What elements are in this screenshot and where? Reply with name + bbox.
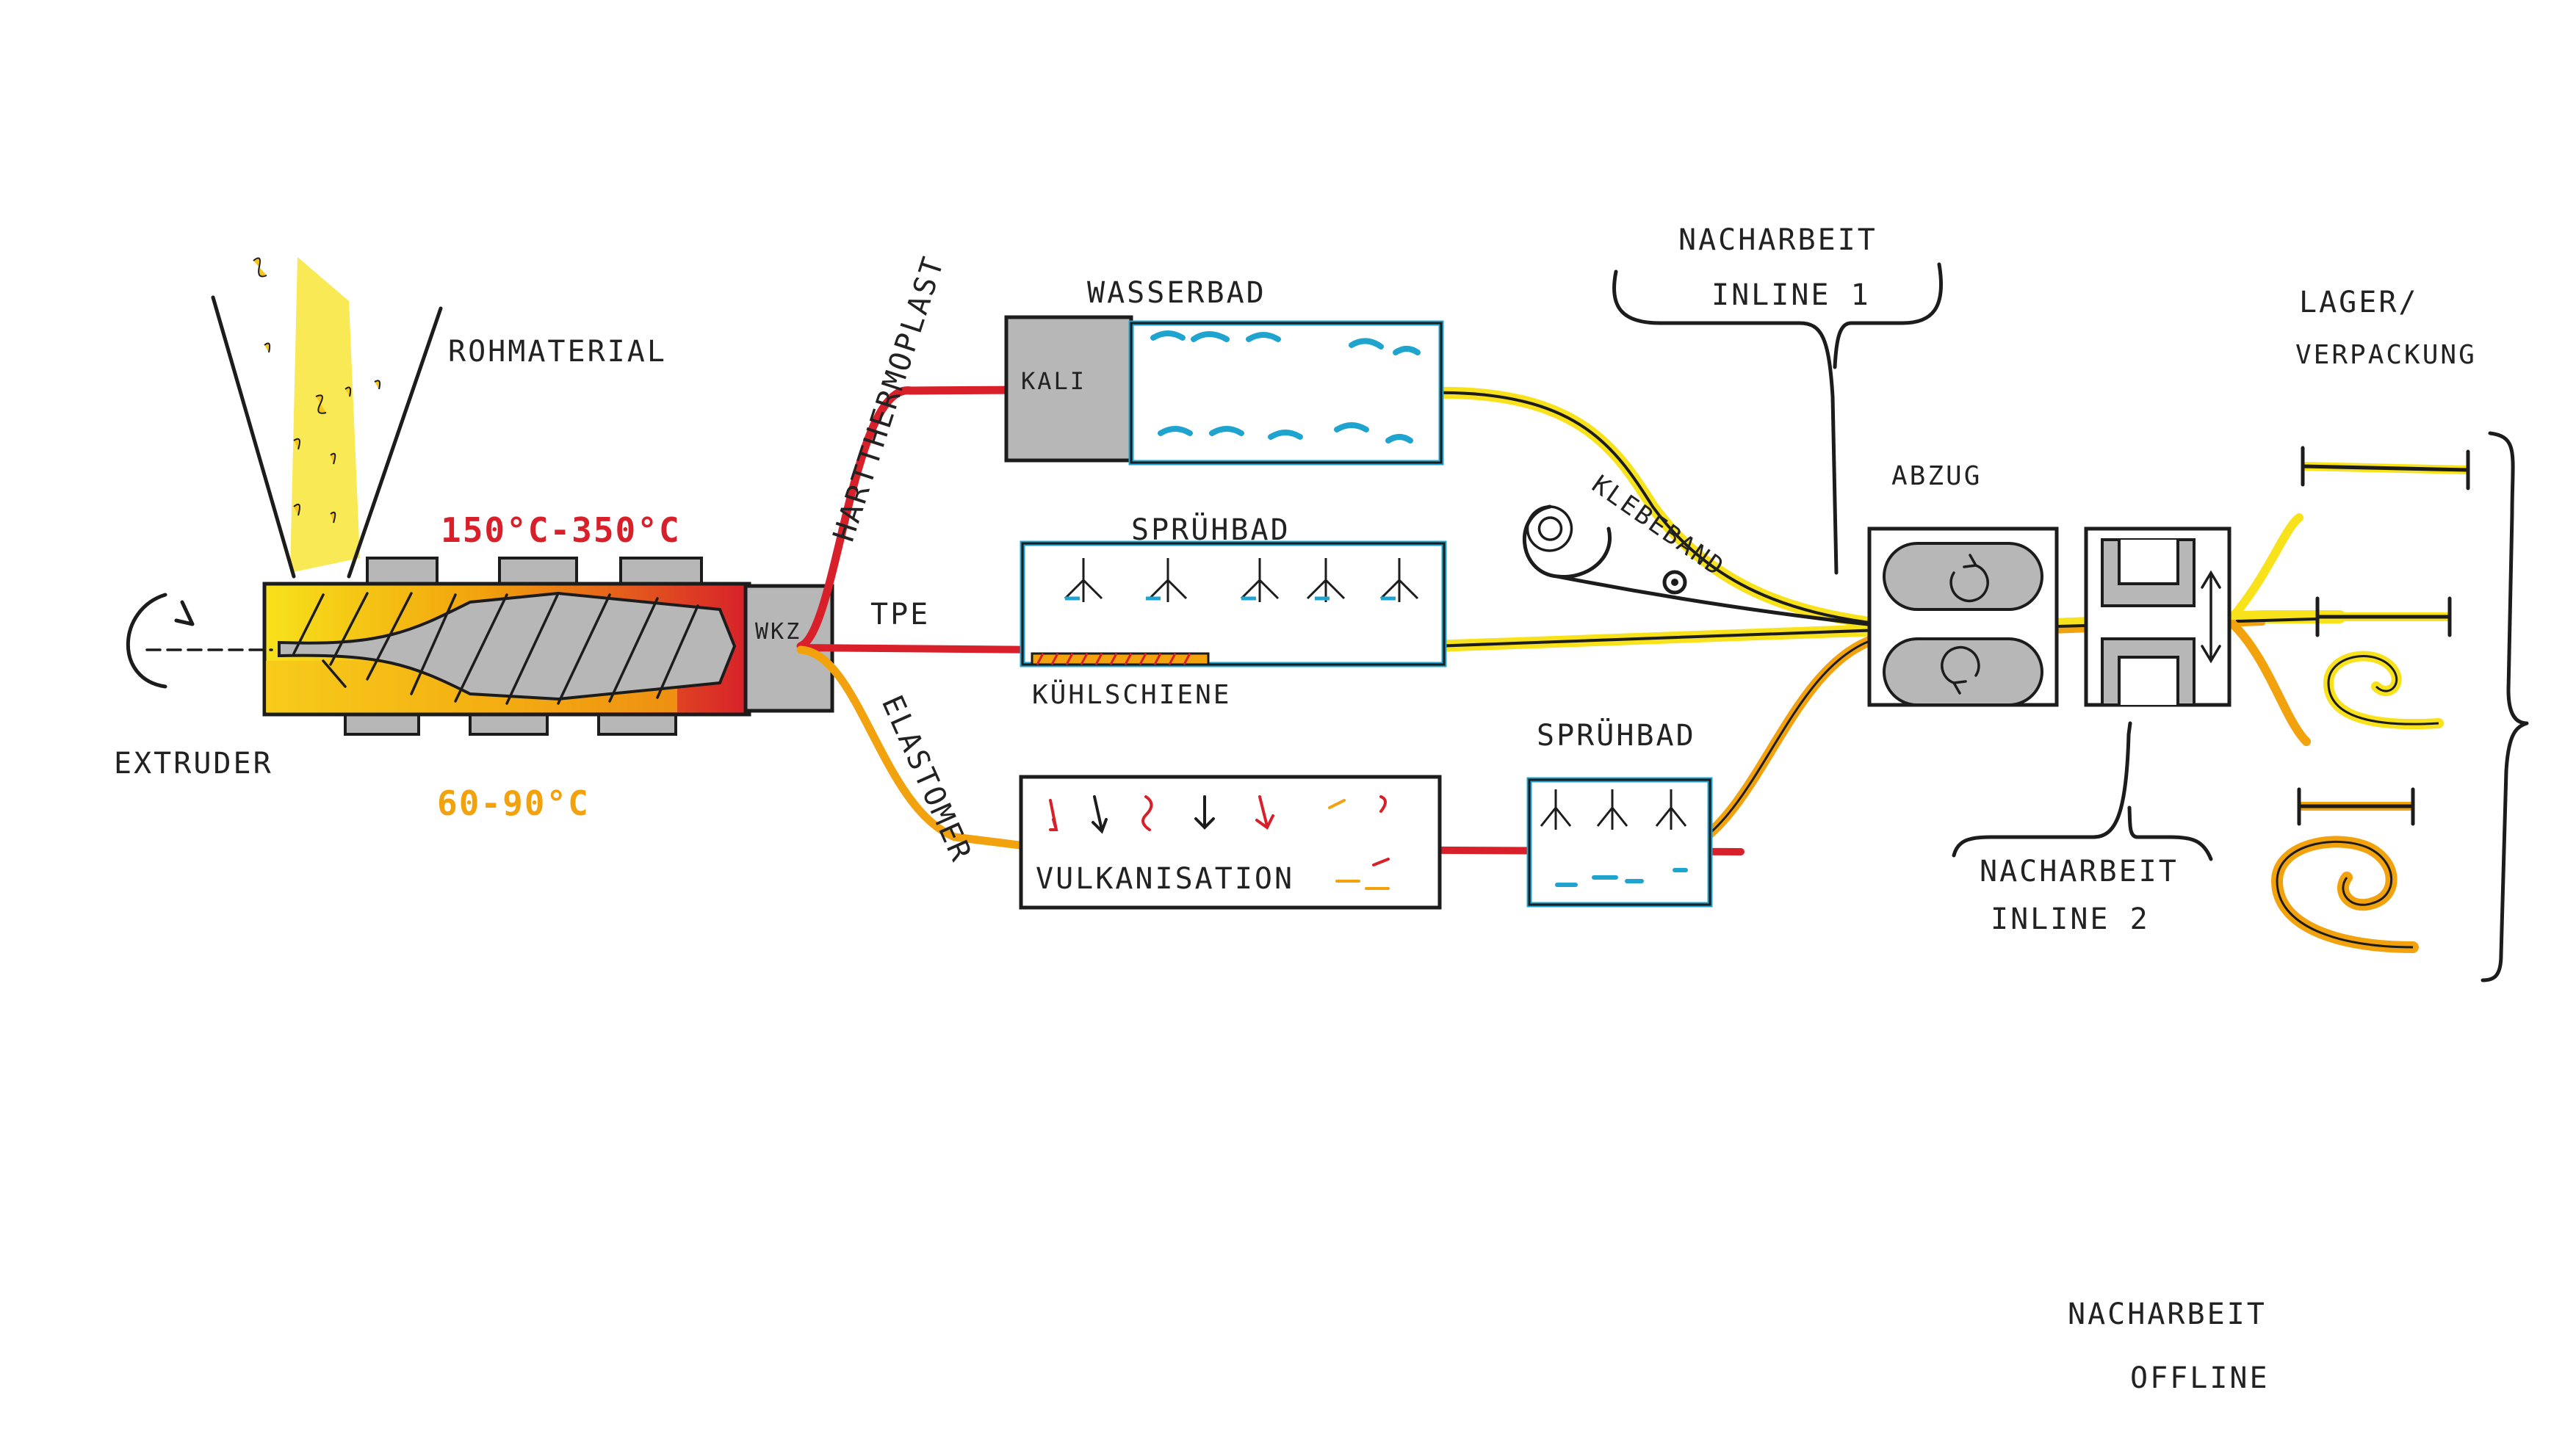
label-spruehbad-low: SPRÜHBAD [1537,717,1696,753]
label-offline-b: OFFLINE [2130,1361,2270,1395]
cutter-press-icon [2084,526,2232,707]
label-temp-hot: 150°C-350°C [441,510,681,550]
spray-nozzle-icon [1064,558,1419,602]
label-spruehbad-mid: SPRÜHBAD [1131,512,1291,547]
label-lager-b: VERPACKUNG [2295,340,2477,370]
label-abzug: ABZUG [1891,461,1982,491]
extruder [126,557,834,736]
label-lager-a: LAGER/ [2299,286,2419,319]
label-wasserbad: WASSERBAD [1087,276,1266,310]
label-hartthermoplast: HARTTHERMOPLAST [827,252,951,546]
vulcanization-box [1019,775,1442,910]
bracket-inline2 [1952,721,2213,861]
spray-bath-middle [1020,540,1447,667]
label-wkz: WKZ [755,619,801,645]
spray-nozzle-icon [1540,789,1687,830]
label-kali: KALI [1021,367,1086,395]
bracket-inline1 [1612,262,1944,575]
water-bath [1004,315,1444,466]
label-tpe: TPE [870,598,930,631]
label-elastomer: ELASTOMER [875,690,978,867]
label-rohmaterial: ROHMATERIAL [448,335,667,369]
rotation-arrow-icon [126,593,273,689]
label-nacharbeit-inline1-b: INLINE 1 [1711,278,1871,312]
label-offline-a: NACHARBEIT [2068,1297,2267,1331]
label-nacharbeit-inline2-b: INLINE 2 [1991,902,2150,936]
adhesive-tape-roll-icon [1523,504,1883,628]
label-klebeband: KLEBEBAND [1587,470,1731,583]
label-vulkanisation: VULKANISATION [1036,862,1294,896]
label-nacharbeit-inline1-a: NACHARBEIT [1678,223,1877,257]
coil-icon [2270,836,2419,953]
haul-off-belt-icon [1883,542,2043,706]
drop-arrow-icon [1049,795,1390,890]
coil-icon [2323,651,2444,730]
label-temp-cool: 60-90°C [437,783,590,823]
label-nacharbeit-inline2-a: NACHARBEIT [1980,855,2179,888]
haul-off-unit [1867,526,2059,707]
spray-bath-lower [1526,777,1713,908]
label-kuehlschiene: KÜHLSCHIENE [1032,679,1231,710]
storage-products [2270,431,2529,982]
hopper [211,257,443,579]
label-extruder: EXTRUDER [114,747,273,781]
